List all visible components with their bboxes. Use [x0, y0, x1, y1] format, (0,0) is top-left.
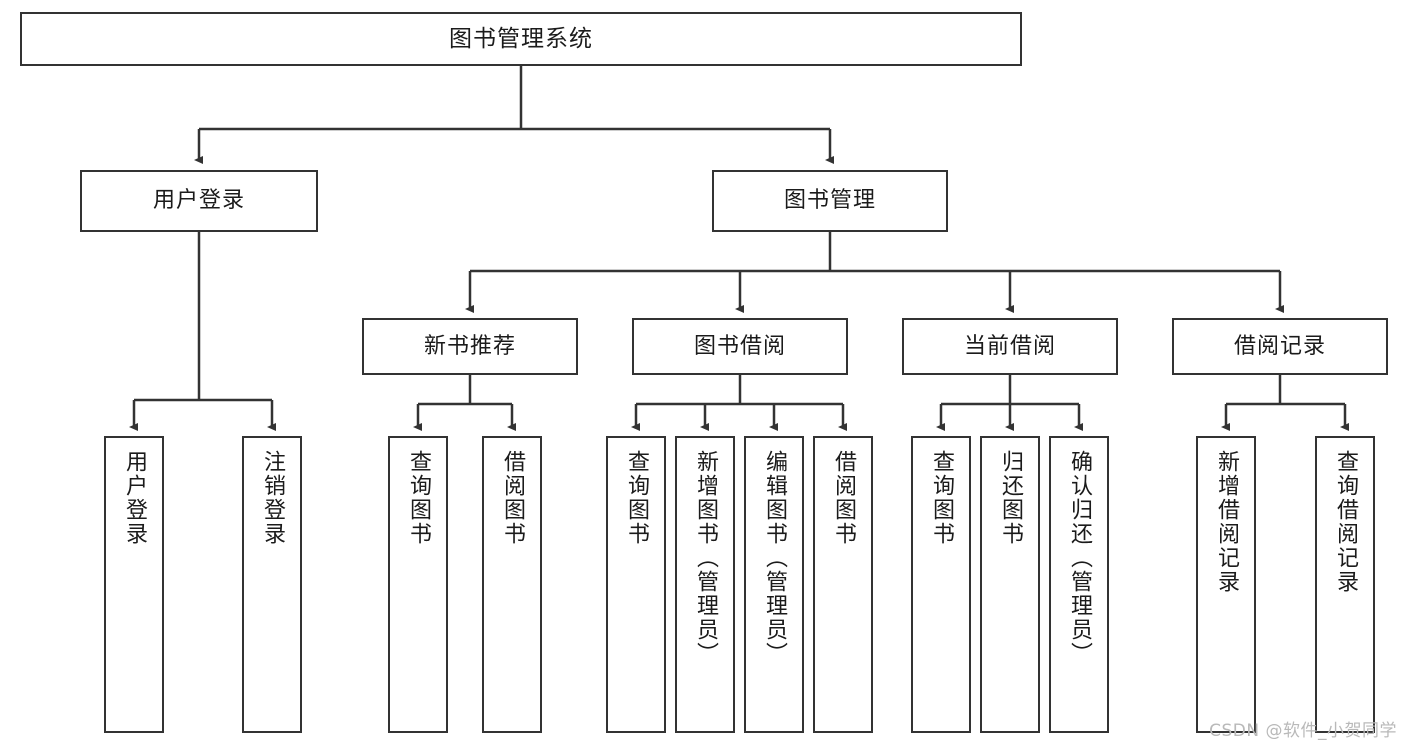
node-label: 借阅图书 — [499, 450, 525, 546]
node-current-borrow[interactable]: 当前借阅 — [902, 318, 1118, 375]
leaf-borrow-book-recommend[interactable]: 借阅图书 — [482, 436, 542, 733]
node-label: 图书管理系统 — [449, 25, 593, 52]
leaf-confirm-return-admin[interactable]: 确认归还（管理员） — [1049, 436, 1109, 733]
node-borrow-record[interactable]: 借阅记录 — [1172, 318, 1388, 375]
csdn-watermark: CSDN @软件_小贺同学 — [1209, 721, 1397, 741]
node-label: 确认归还（管理员） — [1066, 450, 1092, 666]
node-label: 查询图书 — [405, 450, 431, 546]
node-label: 用户登录 — [121, 450, 147, 546]
node-label: 图书管理 — [783, 188, 876, 214]
node-user-login[interactable]: 用户登录 — [80, 170, 318, 232]
node-label: 查询图书 — [928, 450, 954, 546]
node-label: 新增借阅记录 — [1213, 450, 1239, 594]
leaf-borrow-book[interactable]: 借阅图书 — [813, 436, 873, 733]
leaf-query-book-borrow[interactable]: 查询图书 — [606, 436, 666, 733]
leaf-query-book-current[interactable]: 查询图书 — [911, 436, 971, 733]
node-label: 借阅图书 — [830, 450, 856, 546]
node-label: 查询借阅记录 — [1332, 450, 1358, 594]
node-label: 新增图书（管理员） — [692, 450, 718, 666]
node-label: 查询图书 — [623, 450, 649, 546]
node-book-management[interactable]: 图书管理 — [712, 170, 948, 232]
leaf-add-borrow-record[interactable]: 新增借阅记录 — [1196, 436, 1256, 733]
node-root-system[interactable]: 图书管理系统 — [20, 12, 1022, 66]
node-new-book-recommend[interactable]: 新书推荐 — [362, 318, 578, 375]
leaf-query-book-recommend[interactable]: 查询图书 — [388, 436, 448, 733]
node-label: 新书推荐 — [423, 333, 516, 359]
leaf-return-book[interactable]: 归还图书 — [980, 436, 1040, 733]
leaf-user-login[interactable]: 用户登录 — [104, 436, 164, 733]
node-label: 借阅记录 — [1233, 333, 1326, 359]
node-label: 用户登录 — [152, 188, 245, 214]
node-label: 图书借阅 — [693, 333, 786, 359]
node-label: 编辑图书（管理员） — [761, 450, 787, 666]
node-book-borrow[interactable]: 图书借阅 — [632, 318, 848, 375]
leaf-query-borrow-record[interactable]: 查询借阅记录 — [1315, 436, 1375, 733]
leaf-edit-book-admin[interactable]: 编辑图书（管理员） — [744, 436, 804, 733]
leaf-add-book-admin[interactable]: 新增图书（管理员） — [675, 436, 735, 733]
node-label: 归还图书 — [997, 450, 1023, 546]
leaf-logout[interactable]: 注销登录 — [242, 436, 302, 733]
node-label: 当前借阅 — [963, 333, 1056, 359]
node-label: 注销登录 — [259, 450, 285, 546]
